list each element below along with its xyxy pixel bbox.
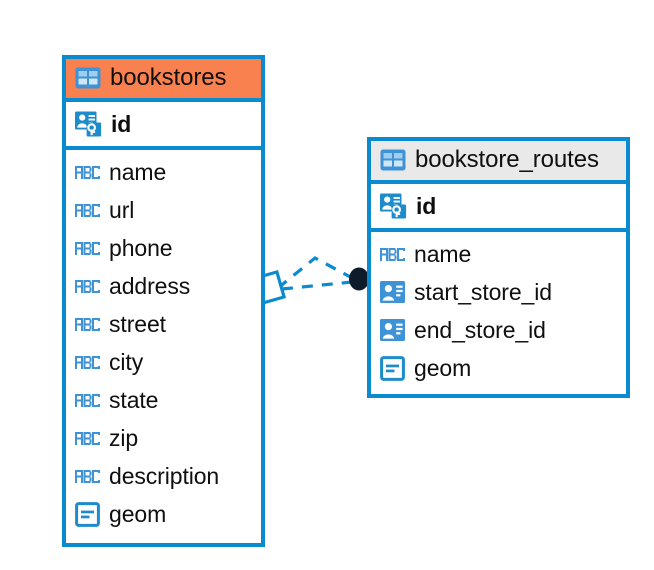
primary-key-divider — [371, 228, 626, 232]
field-name: end_store_id — [414, 317, 546, 343]
field-name: state — [109, 387, 159, 413]
field-row-phone[interactable]: phone — [66, 229, 261, 267]
text-abc-icon — [75, 279, 100, 293]
field-row-geom[interactable]: geom — [371, 349, 626, 387]
field-row-name[interactable]: name — [66, 153, 261, 191]
field-name: name — [414, 241, 472, 267]
table-icon — [75, 67, 101, 89]
text-abc-icon — [75, 469, 100, 483]
geometry-icon — [380, 355, 405, 381]
text-abc-icon — [75, 317, 100, 331]
text-abc-icon — [75, 203, 100, 217]
table-title: bookstore_routes — [415, 146, 599, 173]
field-row-state[interactable]: state — [66, 381, 261, 419]
field-name: street — [109, 311, 166, 337]
field-row-description[interactable]: description — [66, 457, 261, 495]
table-icon — [380, 149, 406, 171]
text-abc-icon — [75, 165, 100, 179]
field-row-zip[interactable]: zip — [66, 419, 261, 457]
field-list-bookstores: name — [66, 150, 261, 538]
primary-key-icon — [75, 111, 102, 137]
field-name: phone — [109, 235, 173, 261]
field-name: id — [111, 111, 132, 137]
header-divider — [371, 180, 626, 184]
field-row-url[interactable]: url — [66, 191, 261, 229]
field-row-city[interactable]: city — [66, 343, 261, 381]
field-row-address[interactable]: address — [66, 267, 261, 305]
foreign-key-icon — [380, 319, 405, 341]
field-name: address — [109, 273, 191, 299]
field-name: url — [109, 197, 135, 223]
field-row-primary-key[interactable]: id — [371, 184, 626, 228]
text-abc-icon — [75, 355, 100, 369]
field-row-primary-key[interactable]: id — [66, 102, 261, 146]
field-name: name — [109, 159, 167, 185]
field-row-start_store_id[interactable]: start_store_id — [371, 273, 626, 311]
field-list-bookstore_routes: name start_store_id — [371, 232, 626, 392]
table-title: bookstores — [110, 64, 227, 91]
primary-key-icon — [380, 193, 407, 219]
primary-key-divider — [66, 146, 261, 150]
field-row-end_store_id[interactable]: end_store_id — [371, 311, 626, 349]
field-row-street[interactable]: street — [66, 305, 261, 343]
text-abc-icon — [75, 431, 100, 445]
field-row-geom[interactable]: geom — [66, 495, 261, 533]
field-name: description — [109, 463, 220, 489]
text-abc-icon — [75, 241, 100, 255]
relationship-line[interactable] — [258, 258, 370, 312]
table-header-bookstore_routes[interactable]: bookstore_routes — [371, 141, 626, 180]
field-name: city — [109, 349, 144, 375]
text-abc-icon — [75, 393, 100, 407]
field-name: start_store_id — [414, 279, 552, 305]
field-name: geom — [414, 355, 472, 381]
geometry-icon — [75, 501, 100, 527]
text-abc-icon — [380, 247, 405, 261]
header-divider — [66, 98, 261, 102]
field-name: id — [416, 193, 437, 219]
table-bookstores[interactable]: bookstores id — [62, 55, 265, 547]
field-name: geom — [109, 501, 167, 527]
field-row-name[interactable]: name — [371, 235, 626, 273]
table-header-bookstores[interactable]: bookstores — [66, 59, 261, 98]
table-bookstore_routes[interactable]: bookstore_routes id — [367, 137, 630, 398]
field-name: zip — [109, 425, 139, 451]
foreign-key-icon — [380, 281, 405, 303]
